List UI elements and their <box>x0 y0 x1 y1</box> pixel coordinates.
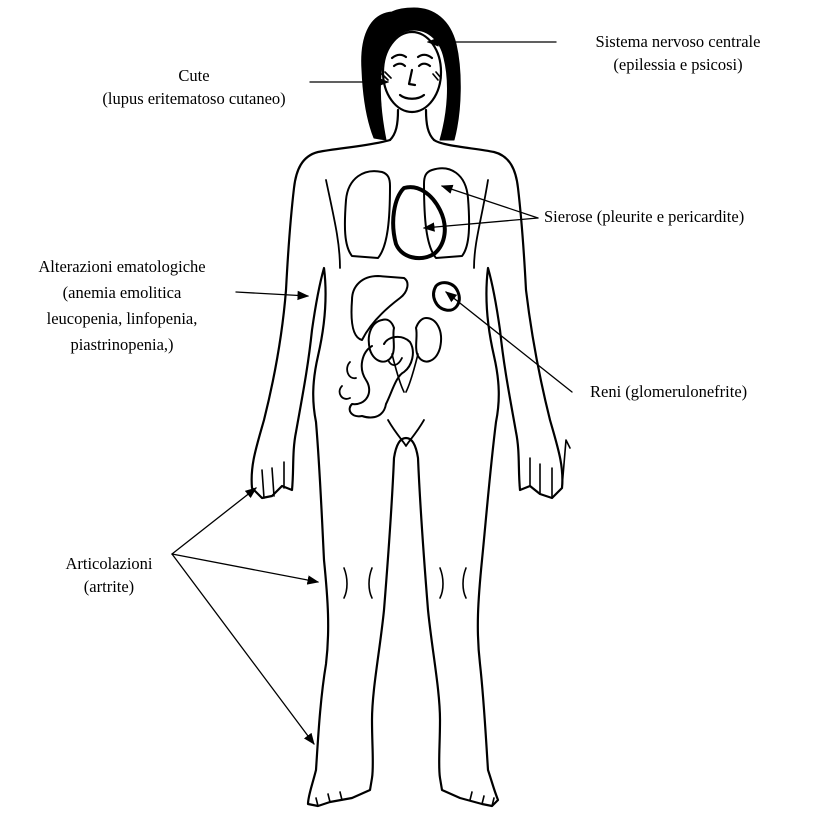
liver <box>351 276 407 340</box>
heart <box>393 187 445 258</box>
label-hematologic-line3: leucopenia, linfopenia, <box>4 306 240 332</box>
label-skin-line2: (lupus eritematoso cutaneo) <box>64 87 324 110</box>
left-hand-fingers <box>262 462 284 498</box>
neck <box>390 110 434 140</box>
label-joints: Articolazioni (artrite) <box>44 552 174 598</box>
label-joints-line1: Articolazioni <box>44 552 174 575</box>
right-eyebrow-icon <box>418 55 432 58</box>
label-joints-line2: (artrite) <box>44 575 174 598</box>
label-serosa-line1: Sierose (pleurite e pericardite) <box>544 205 744 228</box>
right-kidney <box>416 318 441 362</box>
label-cns-line1: Sistema nervoso centrale <box>558 30 798 53</box>
leader-joints-2 <box>172 554 318 582</box>
stomach-intestine <box>350 337 413 418</box>
label-cns: Sistema nervoso centrale (epilessia e ps… <box>558 30 798 76</box>
left-lung <box>345 171 390 258</box>
label-hematologic: Alterazioni ematologiche (anemia emoliti… <box>4 254 240 358</box>
label-hematologic-line4: piastrinopenia,) <box>4 332 240 358</box>
left-kidney <box>369 319 394 361</box>
left-eye-icon <box>394 64 405 66</box>
right-toes <box>470 792 494 806</box>
leader-joints-3 <box>172 554 314 744</box>
label-serosa: Sierose (pleurite e pericardite) <box>544 205 744 228</box>
ureters <box>392 354 418 392</box>
right-knee <box>440 568 466 598</box>
right-eye-icon <box>419 64 430 66</box>
pelvis-line <box>388 420 424 446</box>
body-outline <box>252 140 563 806</box>
leader-hematologic <box>236 292 308 296</box>
leader-kidney <box>446 292 572 392</box>
right-lung <box>424 168 469 258</box>
label-skin: Cute (lupus eritematoso cutaneo) <box>64 64 324 110</box>
leader-serosa-1 <box>442 186 538 218</box>
label-skin-line1: Cute <box>64 64 324 87</box>
label-hematologic-line1: Alterazioni ematologiche <box>4 254 240 280</box>
nose-icon <box>409 70 415 85</box>
right-hand-fingers <box>530 440 570 498</box>
intestine-coils <box>340 358 402 399</box>
label-kidney: Reni (glomerulonefrite) <box>590 380 747 403</box>
label-hematologic-line2: (anemia emolitica <box>4 280 240 306</box>
left-toes <box>316 792 342 806</box>
label-kidney-line1: Reni (glomerulonefrite) <box>590 380 747 403</box>
left-knee <box>344 568 372 598</box>
leader-joints-1 <box>172 488 256 554</box>
mouth-icon <box>400 95 424 99</box>
left-eyebrow-icon <box>392 55 406 58</box>
label-cns-line2: (epilessia e psicosi) <box>558 53 798 76</box>
spleen <box>434 283 460 311</box>
